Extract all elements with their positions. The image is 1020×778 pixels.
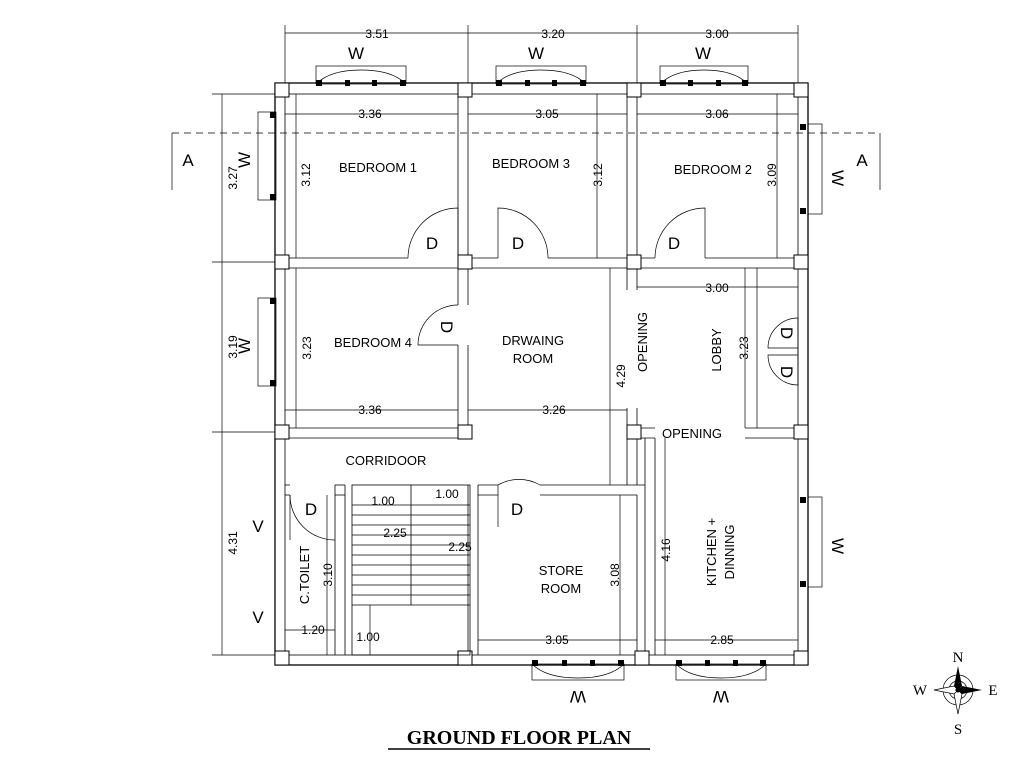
dim-bedroom3-width: 3.05 <box>535 107 559 121</box>
window-label-left-1: W <box>235 152 254 168</box>
room-drawing-line2: ROOM <box>513 351 553 366</box>
room-kitchen-line2: DINNING <box>722 525 737 580</box>
dim-store-height: 3.08 <box>608 563 622 587</box>
window-label-top-1: W <box>348 44 364 63</box>
dim-left-3: 4.31 <box>226 531 240 555</box>
dim-stair-tread-2: 1.00 <box>435 487 459 501</box>
dim-bedroom2-width: 3.06 <box>705 107 729 121</box>
windows <box>257 65 823 681</box>
door-label-bedroom3: D <box>512 234 524 253</box>
dim-top-1: 3.51 <box>365 27 389 41</box>
door-label-store: D <box>511 500 523 519</box>
room-drawing-line1: DRWAING <box>502 333 564 348</box>
section-marker-right: A <box>856 151 868 170</box>
window-label-left-2: W <box>235 338 254 354</box>
dim-toilet-height: 3.10 <box>321 563 335 587</box>
compass-west: W <box>913 683 928 699</box>
dim-bedroom1-width: 3.36 <box>358 107 382 121</box>
opening-label-vertical: OPENING <box>635 312 650 372</box>
room-bedroom-3: BEDROOM 3 <box>492 156 570 171</box>
outer-wall <box>274 82 809 666</box>
window-label-top-2: W <box>528 44 544 63</box>
columns <box>274 82 809 666</box>
compass-south: S <box>954 722 962 738</box>
room-store-line2: ROOM <box>541 581 581 596</box>
dim-top-3: 3.00 <box>705 27 729 41</box>
room-bedroom-4: BEDROOM 4 <box>334 335 412 350</box>
staircase <box>351 484 471 656</box>
dim-top-2: 3.20 <box>541 27 565 41</box>
dim-stair-run-1: 2.25 <box>383 526 407 540</box>
door-label-bedroom2: D <box>668 234 680 253</box>
plan-title: GROUND FLOOR PLAN <box>407 727 632 749</box>
room-corridor: CORRIDOOR <box>346 453 427 468</box>
dim-bedroom1-height: 3.12 <box>299 163 313 187</box>
dim-stair-run-2: 2.25 <box>448 540 472 554</box>
dim-left-1: 3.27 <box>226 166 240 190</box>
door-label-bedroom1: D <box>426 234 438 253</box>
dim-drawing-width: 3.26 <box>542 403 566 417</box>
room-store-line1: STORE <box>539 563 584 578</box>
dim-left-2: 3.19 <box>226 335 240 359</box>
compass-rose <box>933 666 982 715</box>
door-label-lobby-2: D <box>777 366 796 378</box>
room-bedroom-2: BEDROOM 2 <box>674 162 752 177</box>
interior-walls <box>285 94 798 655</box>
dim-toilet-width: 1.20 <box>301 623 325 637</box>
dim-stair-tread-1: 1.00 <box>371 494 395 508</box>
window-label-top-3: W <box>695 44 711 63</box>
room-bedroom-1: BEDROOM 1 <box>339 160 417 175</box>
opening-label-horizontal: OPENING <box>662 426 722 441</box>
dim-stair-landing: 1.00 <box>356 630 380 644</box>
dim-lobby-width: 3.00 <box>705 281 729 295</box>
dim-bedroom2-height: 3.09 <box>765 163 779 187</box>
dim-kitchen-height: 4.16 <box>659 538 673 562</box>
dim-drawing-height: 4.29 <box>614 364 628 388</box>
window-label-right-1: W <box>828 170 847 186</box>
dim-bedroom4-width: 3.36 <box>358 403 382 417</box>
compass-east: E <box>988 683 997 699</box>
dimension-lines <box>212 25 799 656</box>
compass-north: N <box>953 650 964 666</box>
dim-bedroom4-height: 3.23 <box>300 336 314 360</box>
door-label-lobby-1: D <box>777 327 796 339</box>
section-marker-left: A <box>182 151 194 170</box>
dim-kitchen-width: 2.85 <box>710 633 734 647</box>
door-swings <box>289 207 799 541</box>
dim-bedroom3-height: 3.12 <box>591 163 605 187</box>
room-kitchen-line1: KITCHEN + <box>704 518 719 586</box>
window-label-bottom-1: W <box>570 687 586 706</box>
window-label-bottom-2: W <box>713 687 729 706</box>
window-label-right-2: W <box>828 538 847 554</box>
ventilator-label-1: V <box>252 517 264 536</box>
dim-lobby-height: 3.23 <box>737 336 751 360</box>
dim-store-width: 3.05 <box>545 633 569 647</box>
door-label-bedroom4: D <box>437 321 456 333</box>
room-toilet: C.TOILET <box>297 546 312 604</box>
room-lobby: LOBBY <box>709 328 724 372</box>
door-label-toilet: D <box>305 500 317 519</box>
ventilator-label-2: V <box>252 608 264 627</box>
